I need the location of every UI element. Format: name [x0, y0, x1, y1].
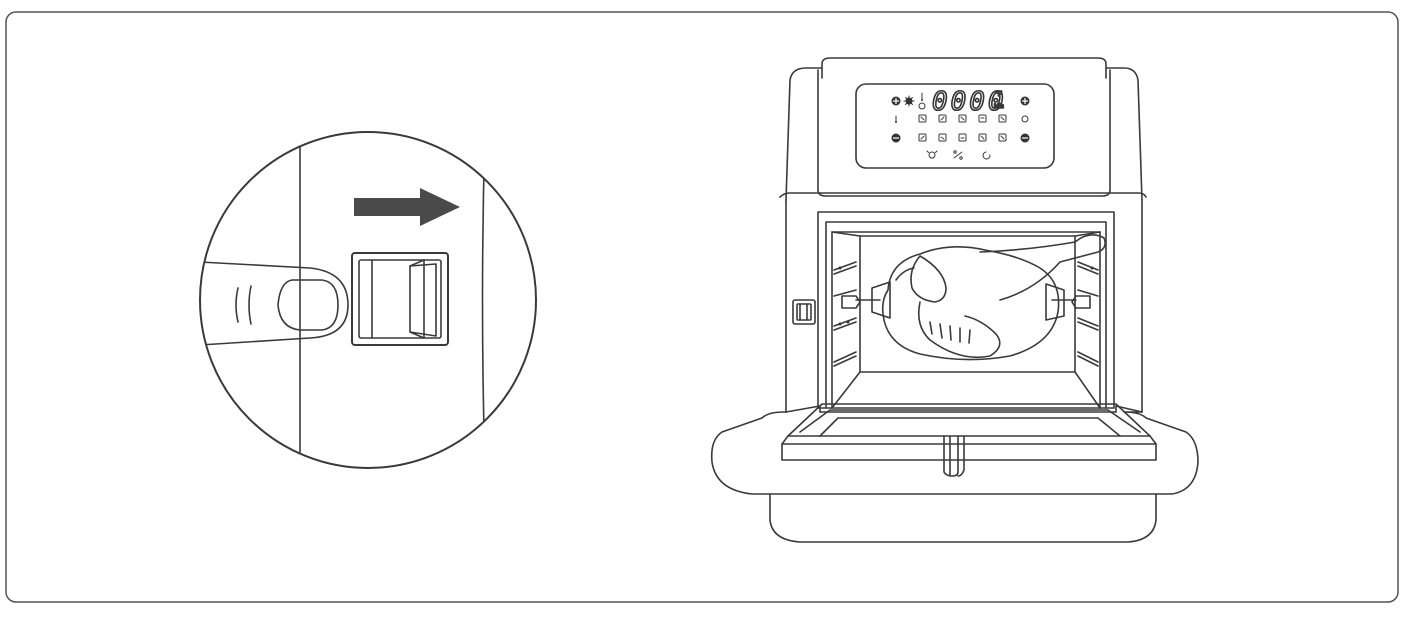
- display-unit-time: Min: [994, 104, 1004, 110]
- body-edge-right: [481, 132, 486, 468]
- finger-wrinkle-1: [235, 287, 239, 323]
- oven-door-switch[interactable]: [792, 299, 816, 325]
- rotate-icon[interactable]: [982, 151, 991, 160]
- fan-icon[interactable]: [903, 95, 915, 107]
- rotisserie-chicken: [871, 234, 1106, 361]
- arrow-right-icon: [354, 188, 460, 226]
- timer-icon: [918, 102, 926, 110]
- minus-icon[interactable]: [1020, 133, 1030, 143]
- minus-icon[interactable]: [891, 133, 901, 143]
- plus-icon[interactable]: [891, 96, 901, 106]
- oven-top-lid: [821, 57, 1107, 79]
- finger-wrinkle-2: [248, 285, 252, 325]
- fingernail: [277, 279, 339, 331]
- fan-speed-icon[interactable]: [953, 150, 963, 160]
- oven-body: [785, 67, 1143, 201]
- door-handle[interactable]: [943, 435, 965, 477]
- oven-door[interactable]: [710, 403, 1199, 495]
- oven-cavity: [817, 211, 1115, 409]
- display-digits: 0000: [932, 87, 1007, 117]
- thermometer-icon: [921, 92, 923, 101]
- timer-icon: [1021, 115, 1029, 123]
- outer-frame: [5, 11, 1399, 603]
- preset-buttons[interactable]: [918, 114, 1007, 142]
- air-fryer-oven: 0000 °F Min: [710, 57, 1199, 543]
- door-switch-closeup: [351, 252, 449, 346]
- magnified-detail: [199, 131, 537, 469]
- control-panel: 0000 °F Min: [855, 83, 1055, 169]
- thermometer-icon: [895, 115, 897, 123]
- display-unit-temp: °F: [995, 90, 1002, 98]
- finger: [200, 261, 349, 346]
- magnifier-circle: [199, 131, 537, 469]
- oven-base: [769, 493, 1157, 543]
- plus-icon[interactable]: [1020, 96, 1030, 106]
- light-bulb-icon[interactable]: [926, 150, 938, 159]
